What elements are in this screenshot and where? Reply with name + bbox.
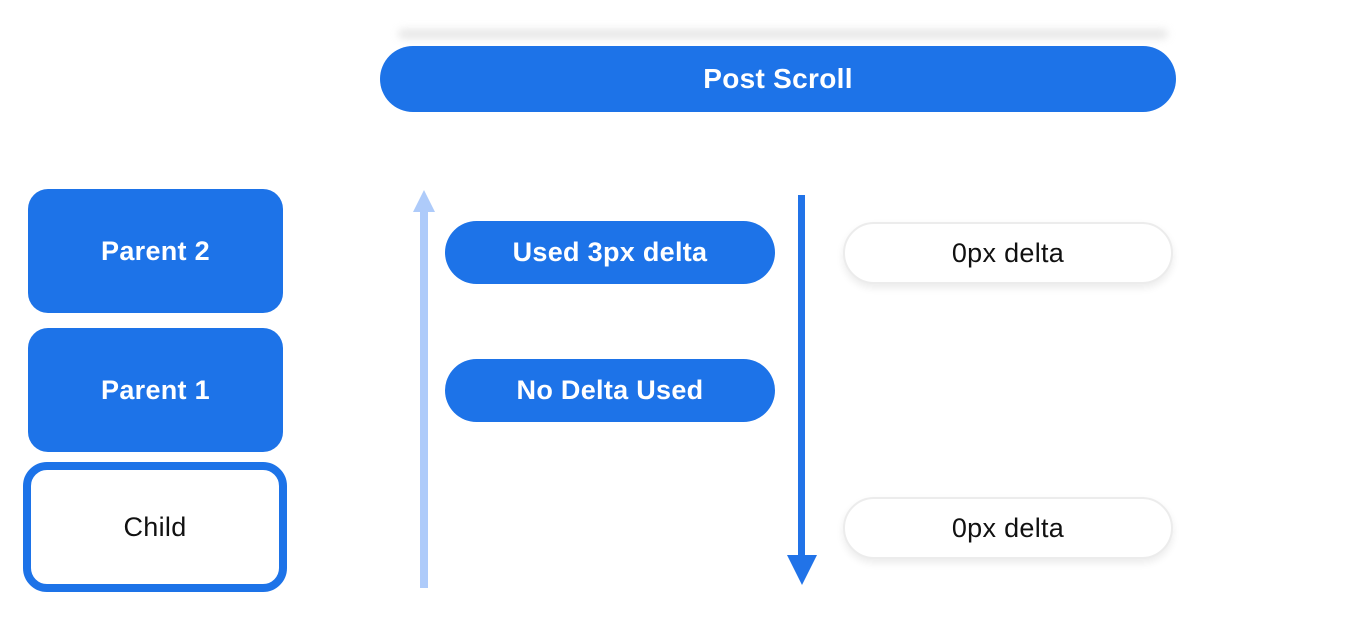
0px-delta-top-label: 0px delta [951, 237, 1065, 268]
down-arrow-icon [787, 555, 817, 585]
child-label: Child [123, 511, 187, 542]
post-scroll-label: Post Scroll [703, 63, 853, 94]
0px-delta-top-pill: 0px delta [843, 222, 1173, 284]
down-arrow-shaft [798, 195, 805, 557]
0px-delta-bottom-label: 0px delta [951, 512, 1065, 543]
0px-delta-bottom-pill: 0px delta [843, 497, 1173, 559]
no-delta-used-pill: No Delta Used [445, 359, 775, 422]
parent-1-box: Parent 1 [28, 328, 283, 452]
post-scroll-header-pill: Post Scroll [380, 46, 1176, 112]
used-3px-delta-label: Used 3px delta [512, 237, 708, 267]
no-delta-used-label: No Delta Used [516, 375, 704, 405]
parent-2-box: Parent 2 [28, 189, 283, 313]
up-arrow-icon [413, 190, 435, 212]
cropped-element-shadow [398, 29, 1168, 39]
up-arrow-shaft [420, 210, 428, 588]
parent-1-label: Parent 1 [101, 374, 210, 405]
child-box: Child [23, 462, 287, 592]
used-3px-delta-pill: Used 3px delta [445, 221, 775, 284]
parent-2-label: Parent 2 [101, 235, 210, 266]
